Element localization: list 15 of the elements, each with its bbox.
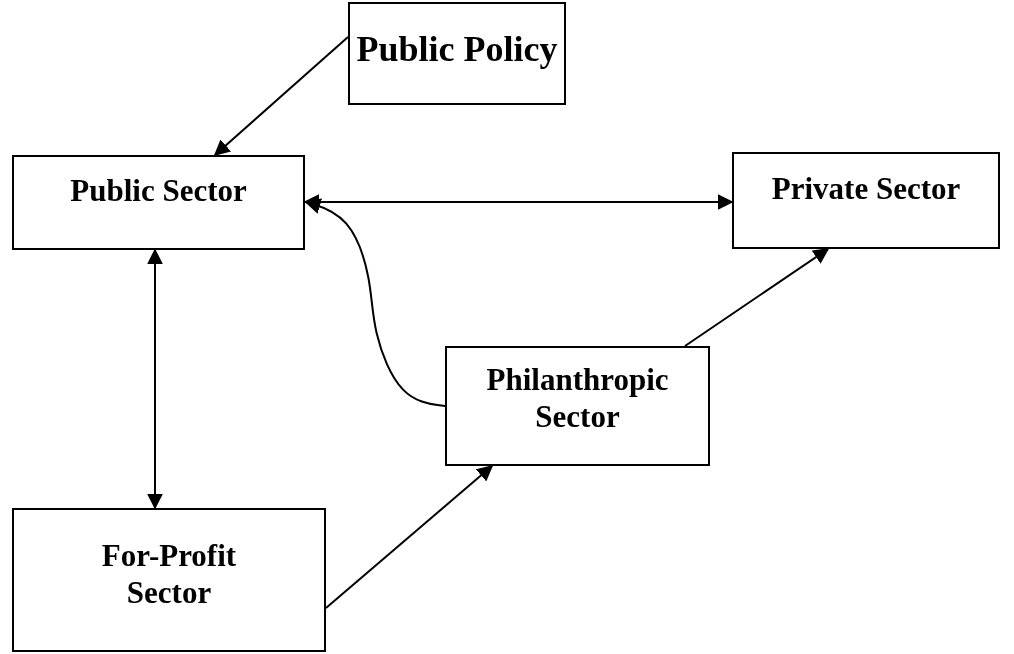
- sector-box: [445, 346, 710, 466]
- sector-box: [12, 508, 326, 652]
- arrow: [304, 198, 446, 407]
- node-label: Public Sector: [70, 171, 247, 210]
- arrow: [213, 36, 349, 157]
- sector-box: [732, 152, 1000, 249]
- arrow: [684, 248, 830, 347]
- sector-box: [12, 155, 305, 250]
- arrow: [147, 248, 163, 510]
- arrow: [325, 464, 494, 609]
- node-label: Public Policy: [356, 27, 558, 71]
- node-label: Private Sector: [771, 169, 961, 208]
- sector-box: [348, 2, 566, 105]
- node-label: Philanthropic Sector: [485, 360, 670, 436]
- node-label: For-Profit Sector: [100, 536, 238, 612]
